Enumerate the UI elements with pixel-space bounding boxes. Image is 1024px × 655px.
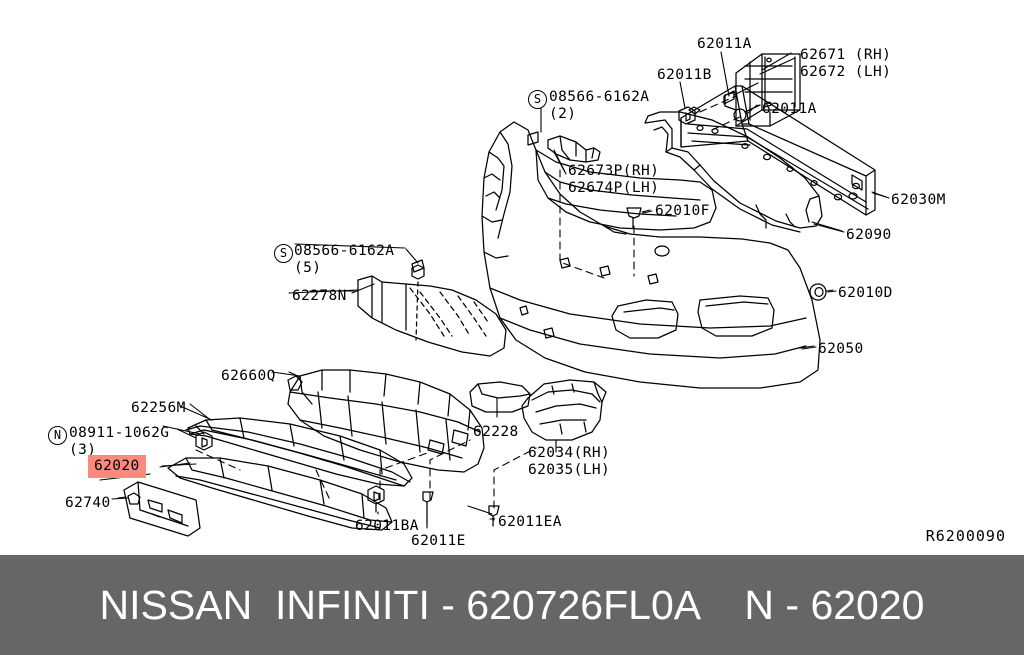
part-screw-08566-upper: [527, 131, 539, 146]
callout-08911-1062g-qty: (3): [69, 442, 97, 458]
callout-62660q: 62660Q: [221, 368, 276, 384]
callout-62011b: 62011B: [657, 67, 712, 83]
callout-62011a-lower: 62011A: [762, 101, 817, 117]
part-clip-62011ba: [367, 485, 385, 513]
badge-s-screw-2: S: [274, 244, 293, 263]
footer-text: NISSAN INFINITI - 620726FL0A N - 62020: [99, 581, 925, 628]
callout-62011ea: 62011EA: [498, 514, 562, 530]
part-clip-62010f: [626, 207, 642, 229]
callout-62740: 62740: [65, 495, 111, 511]
badge-s-screw-1: S: [528, 90, 547, 109]
part-reinforcement-beam: [680, 85, 876, 216]
leader-lines-long: [117, 52, 890, 515]
callout-08566-6162a-2: 08566-6162A: [549, 89, 650, 105]
callout-08566-6162a-qty-2: (2): [549, 106, 577, 122]
callout-62256m: 62256M: [131, 400, 186, 416]
callout-62090: 62090: [846, 227, 892, 243]
callout-62020-highlighted[interactable]: 62020: [88, 455, 146, 478]
callout-62035-lh: 62035(LH): [528, 462, 611, 478]
callout-08911-1062g: 08911-1062G: [69, 425, 170, 441]
callout-62674p-lh: 62674P(LH): [568, 180, 660, 196]
part-bolt-62011a-upper: [723, 82, 759, 105]
callout-62050: 62050: [818, 341, 864, 357]
part-lower-grille-finisher-62020: [167, 457, 393, 531]
part-grille-molding-62256m: [185, 417, 413, 487]
callout-62011e: 62011E: [411, 533, 466, 549]
callout-62228: 62228: [473, 424, 519, 440]
part-screw-08566-lower: [411, 259, 425, 273]
part-fog-finisher-62034: [521, 379, 607, 441]
badge-n-nut: N: [48, 426, 67, 445]
callout-62030m: 62030M: [891, 192, 946, 208]
callout-62010d: 62010D: [838, 285, 893, 301]
callout-62672-lh: 62672 (LH): [800, 64, 892, 80]
part-cap-62228: [469, 381, 531, 413]
callout-08566-6162a-5: 08566-6162A: [294, 243, 395, 259]
part-nut-08911: [195, 431, 213, 451]
callout-62011a-top: 62011A: [697, 36, 752, 52]
callout-08566-6162a-qty-5: (5): [294, 260, 322, 276]
callout-62034-rh: 62034(RH): [528, 445, 611, 461]
callout-62673p-rh: 62673P(RH): [568, 163, 660, 179]
part-license-bracket-62740: [123, 481, 201, 537]
part-clip-62010d: [809, 283, 827, 301]
diagram-reference-code: R6200090: [925, 527, 1006, 545]
callout-62011ba: 62011BA: [355, 518, 419, 534]
exploded-parts-diagram: [99, 51, 890, 537]
part-energy-absorber: [644, 111, 823, 233]
part-screw-62011e: [422, 491, 434, 525]
part-bracket-62673p: [547, 135, 601, 163]
callout-62278n: 62278N: [292, 288, 347, 304]
part-under-cover-62660q: [287, 369, 485, 473]
part-stay-rh-lh: [724, 53, 801, 127]
part-bumper-fascia: [481, 121, 821, 389]
part-splash-shield-62278n: [357, 264, 507, 357]
callout-62671-rh: 62671 (RH): [800, 47, 892, 63]
footer-bar: NISSAN INFINITI - 620726FL0A N - 62020: [0, 555, 1024, 655]
callout-62010f: 62010F: [655, 203, 710, 219]
